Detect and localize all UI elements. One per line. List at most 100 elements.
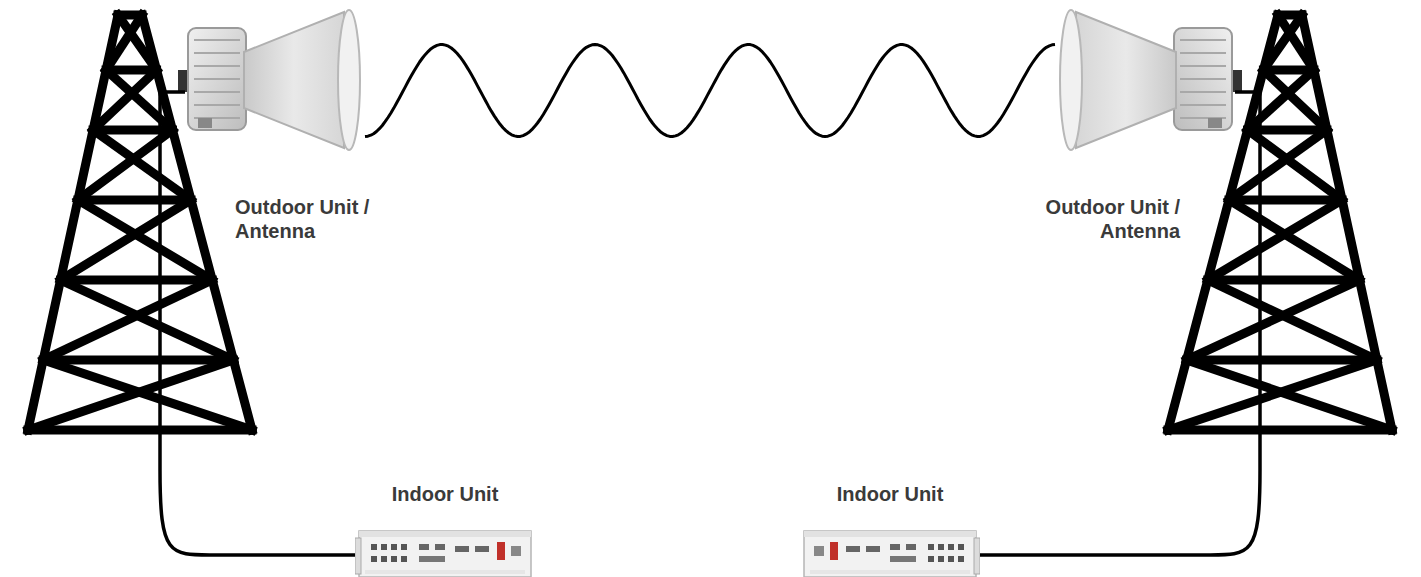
- cooling-fin: [194, 39, 240, 41]
- port: [455, 546, 469, 552]
- rack-chassis: [359, 531, 531, 577]
- port: [890, 556, 916, 562]
- port: [948, 556, 954, 562]
- unit-label: Outdoor Unit / Antenna: [990, 195, 1180, 243]
- port: [948, 544, 954, 550]
- cooling-fin: [1180, 39, 1226, 41]
- indoor-unit-node: Indoor Unit: [800, 478, 980, 577]
- tower-brace: [1229, 130, 1327, 200]
- tower-bar: [43, 356, 233, 365]
- tower-brace: [43, 360, 252, 430]
- indoor-unit-device: [355, 530, 535, 577]
- cooling-fin: [194, 52, 240, 54]
- port: [475, 546, 489, 552]
- port: [866, 546, 880, 552]
- tower-brace: [93, 130, 191, 200]
- tower-bar: [1229, 196, 1342, 205]
- dish-rim: [338, 10, 360, 150]
- cooling-fin: [1180, 104, 1226, 106]
- status-indicator: [830, 542, 838, 560]
- radio-wave: [365, 45, 1055, 137]
- cable: [160, 92, 355, 555]
- port: [419, 556, 445, 562]
- port: [371, 556, 377, 562]
- port: [958, 544, 964, 550]
- rack-ear: [974, 538, 980, 574]
- tower-brace: [1229, 200, 1360, 280]
- tower-brace: [78, 200, 212, 280]
- tower-brace: [61, 280, 234, 360]
- port: [846, 546, 860, 552]
- tower-brace: [1248, 70, 1314, 130]
- tower-bar: [61, 276, 213, 285]
- antenna-illustration: [1060, 10, 1242, 150]
- tower-brace: [28, 360, 233, 430]
- dish-rim: [1060, 10, 1082, 150]
- rack-base: [810, 570, 970, 574]
- cooling-fin: [194, 91, 240, 93]
- tower-brace: [1208, 200, 1342, 280]
- connector-port: [198, 118, 212, 128]
- outdoor-unit-node: Outdoor Unit / Antenna: [1055, 10, 1235, 155]
- rack-ear: [355, 538, 361, 574]
- cooling-fin: [194, 104, 240, 106]
- outdoor-unit-node: Outdoor Unit / Antenna: [185, 10, 365, 155]
- port: [371, 544, 377, 550]
- port: [391, 544, 397, 550]
- port: [928, 544, 934, 550]
- device-label: Indoor Unit: [800, 478, 980, 506]
- port: [419, 544, 429, 550]
- lattice-tower: [1168, 15, 1392, 430]
- cooling-fin: [194, 65, 240, 67]
- cooling-fin: [1180, 52, 1226, 54]
- outdoor-unit-box: [1174, 28, 1232, 130]
- rack-base: [365, 570, 525, 574]
- tower-brace: [106, 15, 142, 70]
- tower-brace: [93, 70, 157, 130]
- port: [814, 546, 824, 556]
- tower-bar: [28, 426, 252, 435]
- antenna-illustration: [178, 10, 360, 150]
- port: [928, 556, 934, 562]
- tower-brace: [1208, 280, 1377, 360]
- indoor-unit-device: [800, 530, 980, 577]
- status-indicator: [497, 542, 505, 560]
- port: [890, 544, 900, 550]
- cooling-fin: [194, 78, 240, 80]
- port: [381, 556, 387, 562]
- device-label: Indoor Unit: [355, 478, 535, 506]
- dish-reflector: [1076, 12, 1176, 148]
- tower-brace: [1187, 360, 1392, 430]
- port: [511, 546, 521, 556]
- tower-brace: [1168, 360, 1377, 430]
- tower-brace: [106, 70, 172, 130]
- connector-port: [1208, 118, 1222, 128]
- port: [391, 556, 397, 562]
- tower-bar: [1168, 426, 1392, 435]
- tower-brace: [1187, 280, 1360, 360]
- port: [381, 544, 387, 550]
- outdoor-unit-box: [188, 28, 246, 130]
- tower-brace: [1278, 15, 1314, 70]
- rack-top: [359, 531, 531, 537]
- cooling-fin: [1180, 78, 1226, 80]
- port: [435, 544, 445, 550]
- port: [401, 556, 407, 562]
- unit-label: Outdoor Unit / Antenna: [235, 195, 400, 243]
- tower-brace: [1263, 70, 1327, 130]
- port: [938, 544, 944, 550]
- port: [938, 556, 944, 562]
- cable: [980, 92, 1260, 555]
- rack-chassis: [804, 531, 976, 577]
- tower-brace: [61, 200, 192, 280]
- rack-top: [804, 531, 976, 537]
- tower-bar: [1187, 356, 1377, 365]
- port: [958, 556, 964, 562]
- tower-bar: [78, 196, 191, 205]
- indoor-unit-node: Indoor Unit: [355, 478, 535, 577]
- tower-brace: [43, 280, 212, 360]
- dish-reflector: [244, 12, 344, 148]
- cooling-fin: [1180, 65, 1226, 67]
- tower-bar: [1208, 276, 1360, 285]
